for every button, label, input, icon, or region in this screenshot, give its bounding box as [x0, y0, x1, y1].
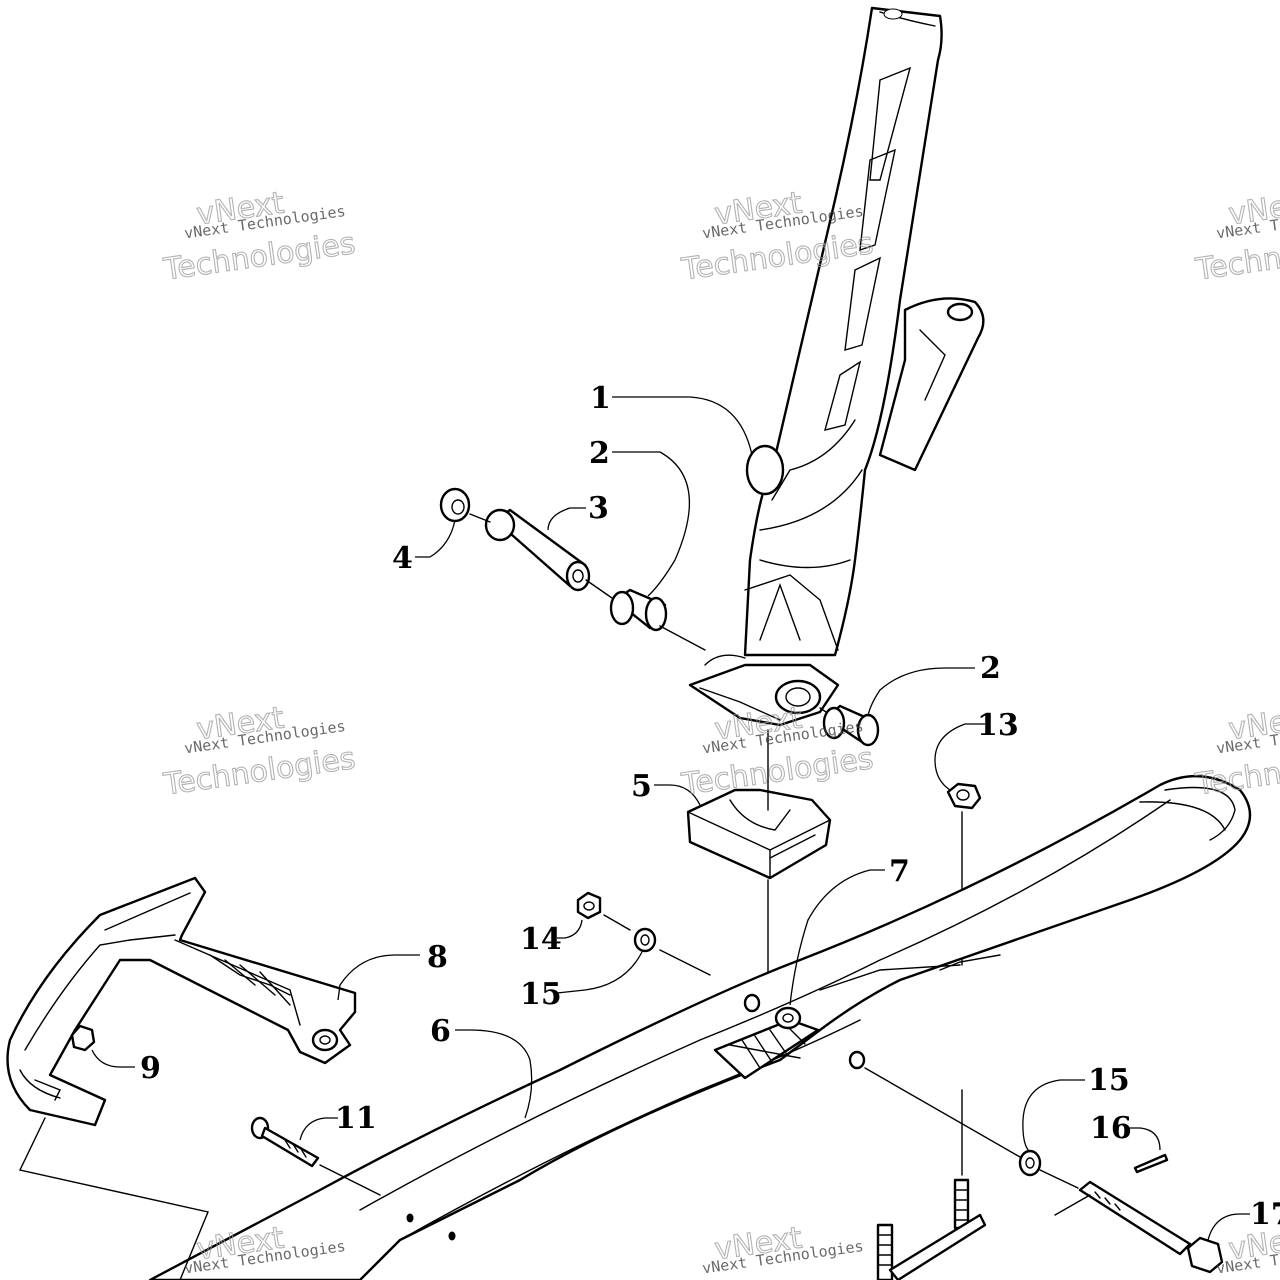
watermark: vNext vNext Technologies Technologies: [160, 700, 358, 803]
pin-part-16: [1133, 1153, 1169, 1174]
watermark: vNext vNext Technologies: [701, 1220, 864, 1277]
callout-14: 14: [520, 922, 562, 957]
callout-1: 1: [590, 381, 611, 416]
callout-17: 17: [1250, 1197, 1280, 1232]
callout-4: 4: [392, 541, 413, 576]
callout-8: 8: [427, 940, 448, 975]
reference-line: [18, 1117, 209, 1280]
stud-bracket: [876, 1089, 987, 1280]
callout-2-lower: 2: [980, 651, 1001, 686]
washer-part-15b: [1018, 1149, 1042, 1177]
sleeve-part-3: [484, 508, 591, 592]
callout-15-left: 15: [520, 977, 562, 1012]
callout-13: 13: [977, 708, 1019, 743]
bolt-part-17: [864, 1067, 1224, 1274]
watermark: vNext vNext Technologies Technologies: [1192, 185, 1280, 288]
bushing-part-2a: [609, 588, 668, 632]
loop-part-8: [6, 876, 357, 1127]
callout-7: 7: [889, 854, 910, 889]
callout-16: 16: [1090, 1111, 1132, 1146]
watermark: vNext vNext Technologies Technologies: [160, 185, 358, 288]
ski-part-6: [148, 775, 1252, 1280]
callout-2-upper: 2: [589, 436, 610, 471]
callout-11: 11: [335, 1101, 377, 1136]
callout-3: 3: [588, 491, 609, 526]
watermark: vNext vNext Technologies Technologies: [1192, 700, 1280, 803]
bolt-part-11: [250, 1116, 381, 1196]
washer-part-15a: [603, 914, 711, 976]
saddle-part-5: [686, 729, 832, 991]
washer-part-4: [439, 487, 471, 523]
leader-lines: [91, 396, 1250, 1241]
callout-9: 9: [140, 1051, 161, 1086]
callout-15-right: 15: [1088, 1063, 1130, 1098]
callout-6: 6: [430, 1014, 451, 1049]
nut-part-14: [576, 891, 602, 920]
callout-5: 5: [631, 769, 652, 804]
callout-labels: 1 2 3 4 2 5 13 7 14 8 15 6 9 11 15 16 17: [140, 381, 1280, 1232]
nut-part-9: [70, 1024, 96, 1052]
spindle-part: [688, 6, 985, 727]
bushing-part-2b: [822, 704, 880, 747]
stud-part-7: [774, 1006, 802, 1030]
